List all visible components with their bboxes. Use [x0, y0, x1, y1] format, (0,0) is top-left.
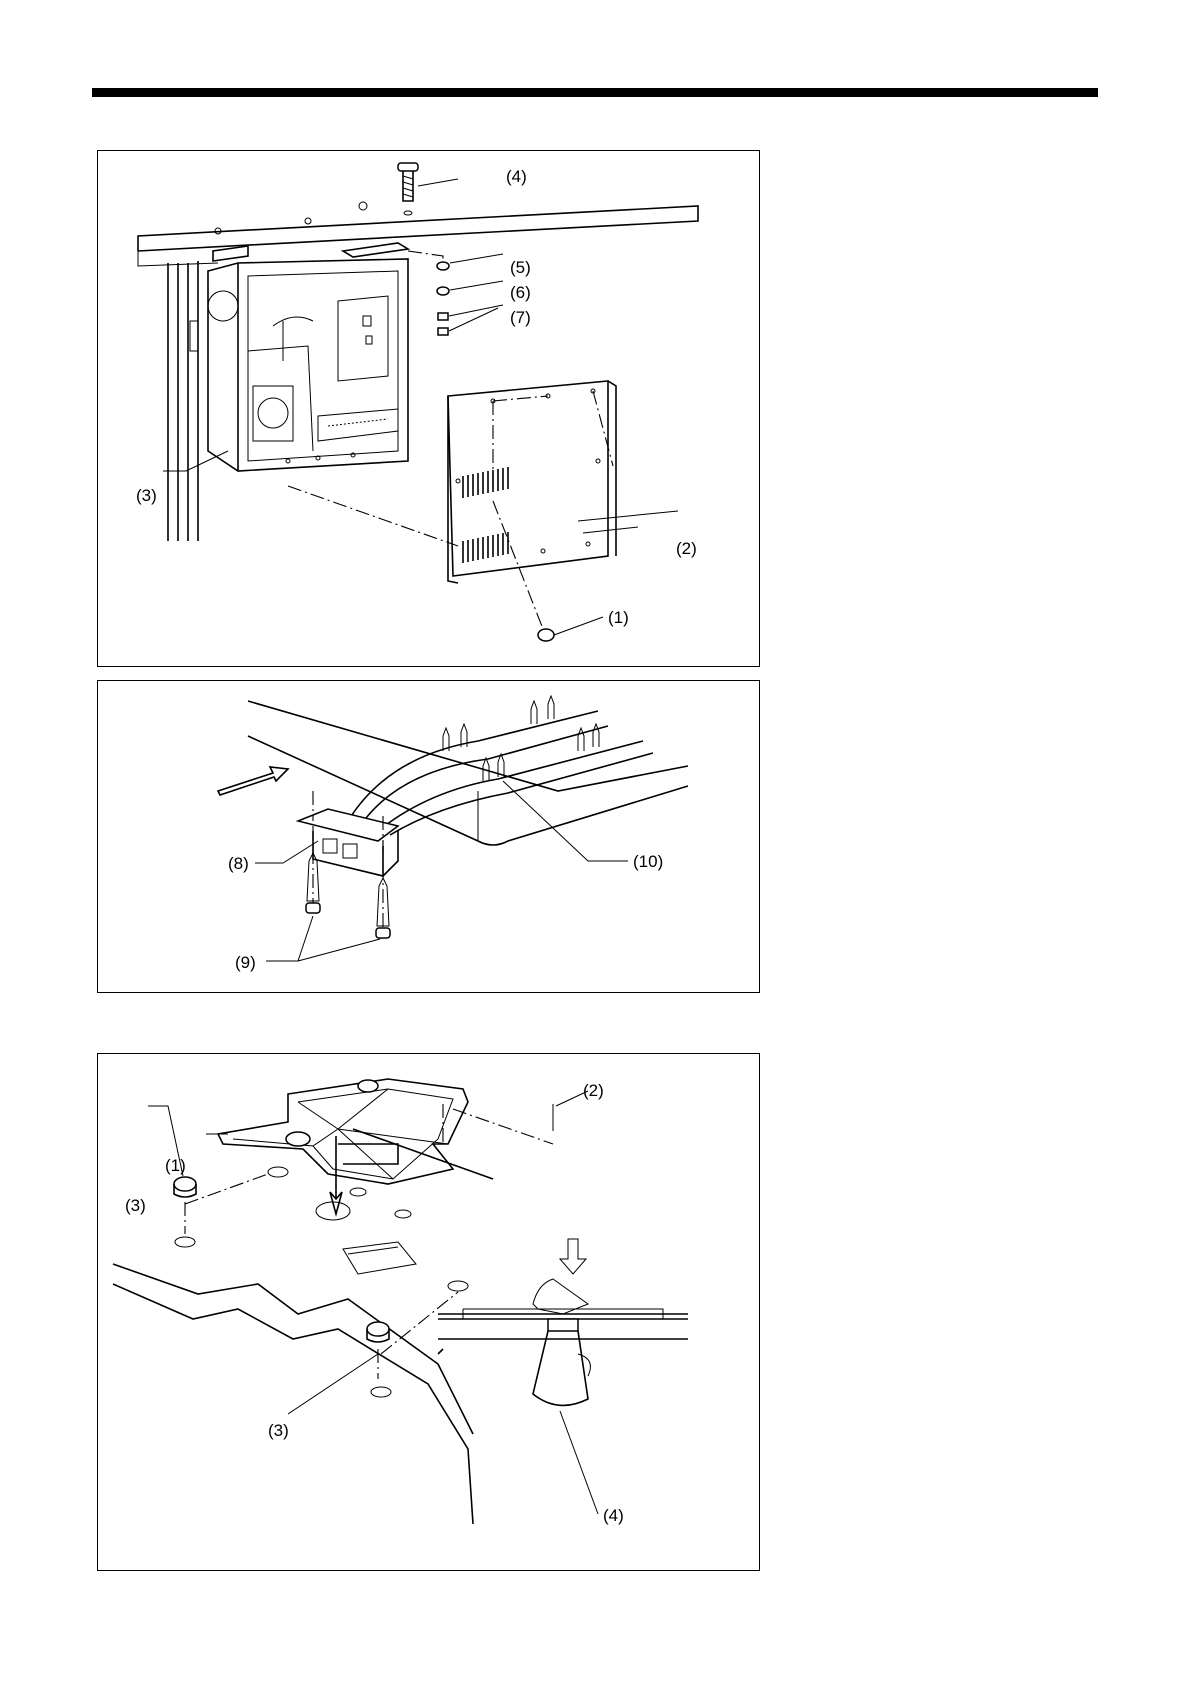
- callout-3-top: (3): [125, 1196, 146, 1215]
- callout-1: (1): [608, 608, 629, 627]
- figure-control-box-cover: (4) (5) (6) (7) (2) (1) (3): [97, 150, 760, 667]
- callout-9: (9): [235, 953, 256, 972]
- callout-4: (4): [603, 1506, 624, 1525]
- callout-1: (1): [165, 1156, 186, 1175]
- header-rule: [92, 88, 1098, 97]
- callout-8: (8): [228, 854, 249, 873]
- figure-oil-pan: (2) (1) (3) (3) (4): [97, 1053, 760, 1571]
- fig1-labels: (4) (5) (6) (7) (2) (1) (3): [98, 151, 761, 668]
- fig3-labels: (2) (1) (3) (3) (4): [98, 1054, 761, 1572]
- callout-2: (2): [583, 1081, 604, 1100]
- callout-3-bottom: (3): [268, 1421, 289, 1440]
- callout-5: (5): [510, 258, 531, 277]
- callout-2: (2): [676, 539, 697, 558]
- callout-7: (7): [510, 308, 531, 327]
- callout-10: (10): [633, 852, 663, 871]
- fig2-labels: (8) (10) (9): [98, 681, 761, 994]
- callout-3: (3): [136, 486, 157, 505]
- callout-4: (4): [506, 167, 527, 186]
- figure-switch-box: (8) (10) (9): [97, 680, 760, 993]
- callout-6: (6): [510, 283, 531, 302]
